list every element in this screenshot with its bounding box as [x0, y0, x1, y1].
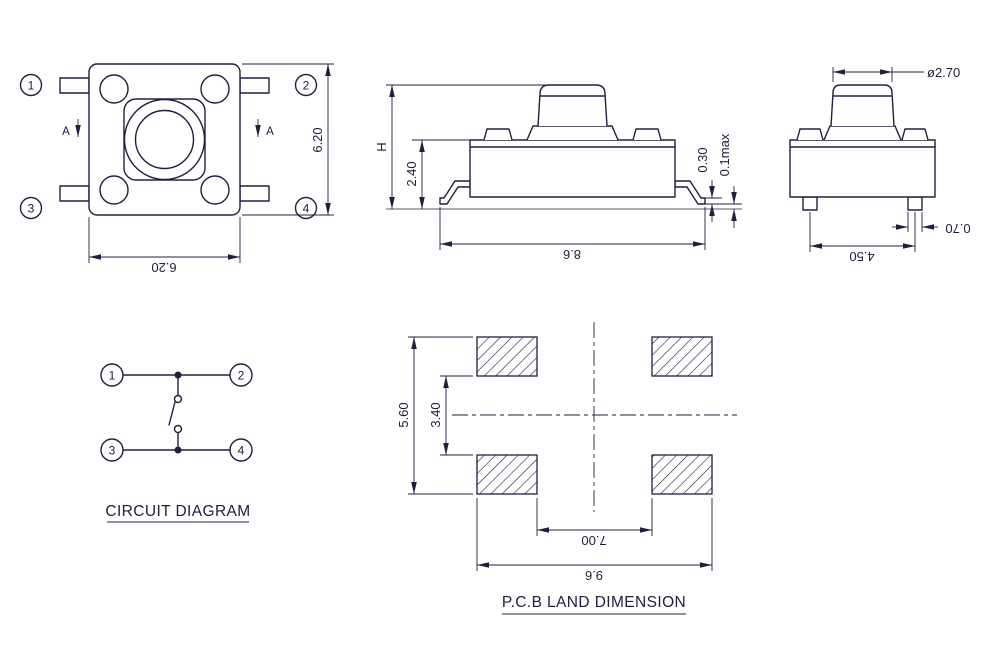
- pin-balloons: 1 2 3 4: [19, 73, 318, 220]
- switch-contact-bottom: [173, 424, 183, 434]
- switch-body-outline: [88, 63, 241, 216]
- dim-body-height-label: 2.40: [404, 161, 419, 186]
- front-right-nub: [632, 128, 662, 141]
- corner-hole: [200, 74, 230, 104]
- circuit-diagram-title: CIRCUIT DIAGRAM: [105, 503, 250, 520]
- side-lead-width-dimension: 0.70: [892, 212, 971, 236]
- terminal-number-3: 3: [109, 444, 116, 458]
- pcb-outer-horizontal-dimension: 9.6: [476, 498, 713, 583]
- pin-number-2: 2: [303, 79, 310, 93]
- corner-hole: [200, 175, 230, 205]
- pcb-inner-horizontal-dimension: 7.00: [536, 498, 653, 548]
- side-stem: [830, 84, 895, 127]
- top-view-leads: [59, 77, 270, 202]
- dim-stem-diameter-label: ø2.70: [927, 65, 960, 80]
- pcb-land-title: P.C.B LAND DIMENSION: [502, 594, 686, 611]
- switch-front-view: H 2.40 8.6 0.30 0.1max: [374, 84, 742, 262]
- section-markers: A A: [62, 119, 274, 138]
- front-body: [469, 139, 676, 198]
- side-left-foot: [802, 196, 818, 211]
- dim-lead-span-label: 8.6: [563, 247, 581, 262]
- dim-pad-inner-horizontal-label: 7.00: [581, 533, 606, 548]
- circuit-diagram: 1 2 3 4 CIRCUIT DIAGRAM: [100, 363, 253, 523]
- pcb-pad-top-left: [476, 336, 538, 377]
- top-view-height-dimension: 6.20: [242, 63, 334, 216]
- front-coplanarity-dimension: 0.1max: [717, 133, 737, 228]
- dim-lead-thickness-label: 0.30: [695, 147, 710, 172]
- section-label-left: A: [62, 126, 70, 138]
- actuator-inner-circle: [134, 109, 195, 170]
- front-lead-thickness-dimension: 0.30: [695, 147, 742, 222]
- dim-lead-pitch-label: 4.50: [849, 249, 874, 264]
- side-body: [789, 139, 936, 198]
- pcb-pad-top-right: [651, 336, 713, 377]
- pcb-pad-bottom-left: [476, 454, 538, 495]
- dim-pad-outer-horizontal-label: 9.6: [585, 568, 603, 583]
- pin-number-4: 4: [303, 202, 310, 216]
- side-stem-diameter-dimension: ø2.70: [832, 65, 960, 82]
- front-total-height-dimension: H: [374, 84, 545, 209]
- switch-contact-top: [173, 394, 183, 404]
- side-lead-pitch-dimension: 4.50: [809, 212, 916, 264]
- switch-lever: [168, 401, 176, 426]
- section-label-right: A: [266, 126, 274, 138]
- terminal-number-1: 1: [109, 369, 116, 383]
- pin-number-3: 3: [28, 202, 35, 216]
- dim-coplanarity-label: 0.1max: [717, 133, 732, 176]
- terminal-number-4: 4: [238, 444, 245, 458]
- side-stem-collar: [823, 125, 902, 141]
- dim-total-height-label: H: [374, 142, 389, 151]
- front-left-nub: [483, 128, 513, 141]
- front-lead-span-dimension: 8.6: [439, 207, 706, 262]
- switch-top-view: 1 2 3 4 A A 6.20 6.20: [19, 63, 334, 275]
- actuator-outer-circle: [123, 98, 206, 181]
- dim-body-height-label: 6.20: [310, 127, 325, 152]
- side-left-nub: [796, 128, 824, 141]
- side-right-foot: [907, 196, 923, 211]
- circuit-wiring: [122, 371, 231, 454]
- pcb-outer-vertical-dimension: 5.60: [396, 336, 473, 495]
- front-stem: [537, 84, 608, 127]
- dim-pad-outer-vertical-label: 5.60: [396, 402, 411, 427]
- corner-hole: [99, 74, 129, 104]
- switch-side-view: ø2.70 4.50 0.70: [789, 65, 971, 264]
- pcb-pad-bottom-right: [651, 454, 713, 495]
- corner-hole: [99, 175, 129, 205]
- pcb-land-pattern: 5.60 3.40 7.00 9.6 P.C.B LAND DIMENSION: [396, 322, 737, 615]
- front-body-height-dimension: 2.40: [404, 139, 470, 209]
- top-view-width-dimension: 6.20: [88, 217, 241, 275]
- dim-pad-inner-vertical-label: 3.40: [428, 402, 443, 427]
- dim-lead-width-label: 0.70: [945, 221, 970, 236]
- pin-number-1: 1: [28, 79, 35, 93]
- dim-body-width-label: 6.20: [151, 260, 176, 275]
- terminal-number-2: 2: [238, 369, 245, 383]
- front-stem-collar: [526, 125, 619, 141]
- pcb-inner-vertical-dimension: 3.40: [428, 375, 473, 456]
- side-right-nub: [901, 128, 929, 141]
